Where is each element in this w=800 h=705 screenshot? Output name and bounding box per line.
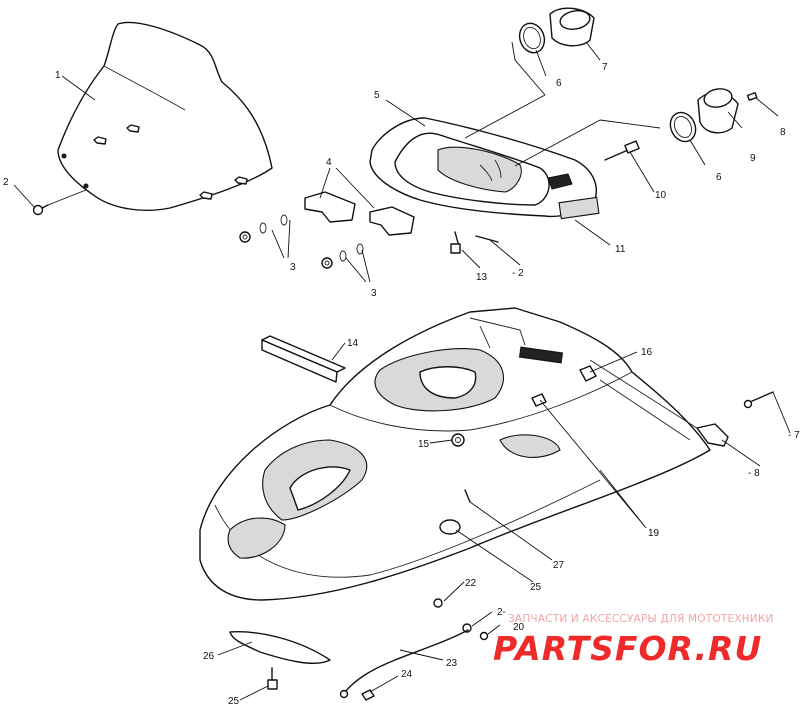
- callout-27: 27: [553, 560, 565, 571]
- callout-23: 23: [446, 658, 458, 669]
- windshield-screw: [32, 204, 49, 216]
- callout-25: 25: [228, 696, 240, 705]
- callout-17: - 7: [788, 430, 800, 441]
- lower-hardware: [229, 598, 489, 701]
- callout-10: 10: [655, 190, 667, 201]
- callout-24: 24: [401, 669, 413, 680]
- watermark-logo: PARTSFOR.RU: [493, 629, 762, 668]
- hardware-nuts: [239, 214, 364, 269]
- mount-brackets: [304, 191, 415, 236]
- callout-28: 25: [530, 582, 542, 593]
- callout-2: 2: [3, 177, 9, 188]
- callout-1: 1: [55, 70, 61, 81]
- hood-rivet-27: [464, 489, 471, 503]
- gauge-pod: [369, 117, 600, 220]
- callout-11: 11: [615, 244, 626, 255]
- callout-26: 26: [203, 651, 215, 662]
- callout-12: - 2: [512, 268, 524, 279]
- callout-labels: 1 2 3 3 4 5 6 6 7 8 9 10 11 - 2 13 14 15…: [3, 62, 800, 705]
- callout-6b: 6: [716, 172, 722, 183]
- callout-4: 4: [326, 157, 332, 168]
- callout-14: 14: [347, 338, 359, 349]
- side-latch: [696, 391, 774, 447]
- foam-strip: [261, 335, 346, 383]
- callout-18: - 8: [748, 468, 760, 479]
- callout-13: 13: [476, 272, 488, 283]
- callout-21: 2-: [497, 607, 506, 618]
- hood-grommet-15: [451, 433, 465, 447]
- callout-3b: 3: [371, 288, 377, 299]
- pod-screws: [450, 231, 499, 254]
- tachometer-gauge: [669, 88, 758, 143]
- callout-8: 8: [780, 127, 786, 138]
- gauge-wire-harness: [604, 140, 640, 161]
- callout-3: 3: [290, 262, 296, 273]
- leader-lines: [13, 41, 791, 701]
- callout-22: 22: [465, 578, 477, 589]
- callout-15: 15: [418, 439, 430, 450]
- watermark-caption: ЗАПЧАСТИ И АКСЕССУАРЫ ДЛЯ МОТОТЕХНИКИ: [508, 613, 774, 625]
- callout-7: 7: [602, 62, 608, 73]
- windshield: [57, 21, 273, 211]
- callout-20: 20: [513, 622, 525, 633]
- hood-clip-16: [579, 365, 597, 382]
- speedometer-gauge: [518, 7, 595, 54]
- callout-5: 5: [374, 90, 380, 101]
- hood-body: [199, 307, 711, 601]
- callout-6: 6: [556, 78, 562, 89]
- callout-16: 16: [641, 347, 653, 358]
- callout-9: 9: [750, 153, 756, 164]
- hood-plug-28: [439, 519, 461, 535]
- watermark: ЗАПЧАСТИ И АКСЕССУАРЫ ДЛЯ МОТОТЕХНИКИ PA…: [493, 613, 774, 668]
- callout-19: 19: [648, 528, 660, 539]
